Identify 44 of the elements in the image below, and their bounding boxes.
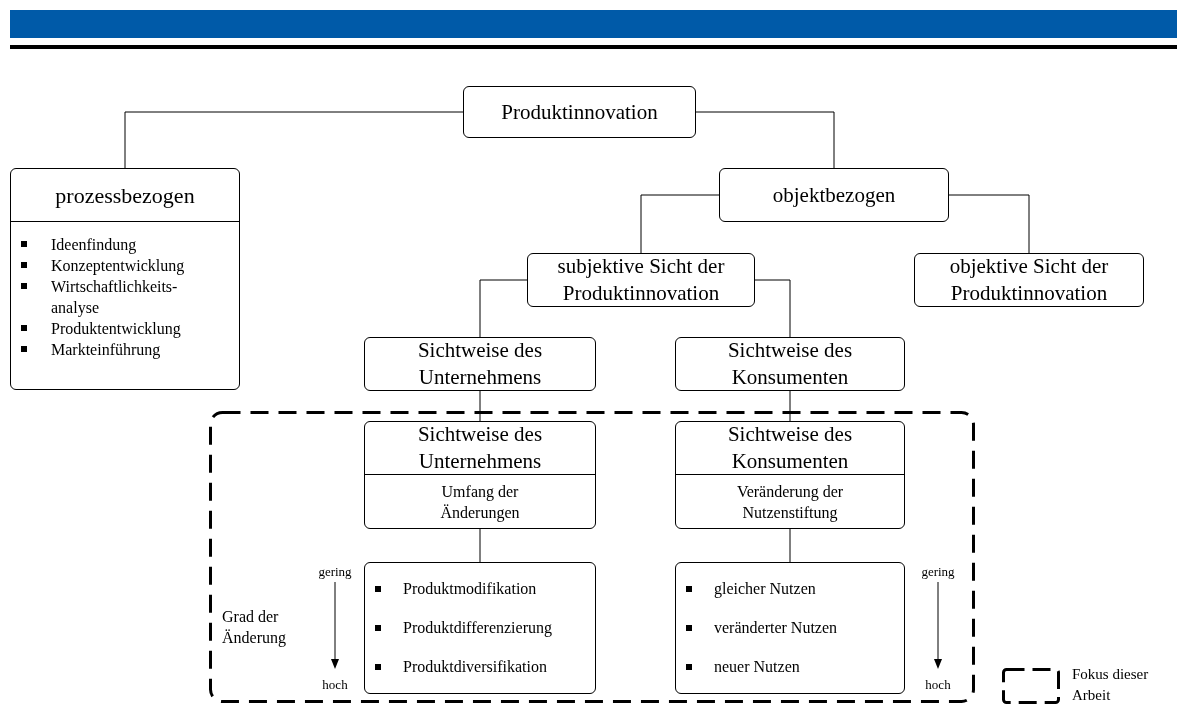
concept-box: subjektive Sicht der Produktinnovation [527, 253, 755, 307]
perspective-card [364, 421, 596, 529]
scale-label: gering [317, 563, 353, 581]
connector-line [640, 194, 720, 254]
connector-line [479, 528, 481, 563]
connector-line [789, 528, 791, 563]
list-item: Produktdifferenzierung [403, 618, 552, 639]
category-card [10, 168, 240, 390]
concept-box: Sichtweise des Konsumenten [675, 337, 905, 391]
list-box [364, 562, 596, 694]
list-box [675, 562, 905, 694]
connector-line [124, 111, 464, 169]
concept-box: Produktinnovation [463, 86, 696, 138]
scale-label: hoch [321, 676, 349, 694]
list-item: Wirtschaftlichkeits-analyse [51, 277, 179, 318]
list-item: veränderter Nutzen [714, 618, 838, 638]
card-subtitle: Umfang der Änderungen [439, 481, 521, 523]
scale-label: hoch [924, 676, 952, 694]
perspective-card [675, 421, 905, 529]
concept-box: objektive Sicht der Produktinnovation [914, 253, 1144, 307]
list-item: Ideenfindung [51, 235, 138, 255]
legend-label: Fokus dieser Arbeit [1072, 665, 1150, 704]
list-item: Produktdiversifikation [403, 657, 547, 678]
list-item: neuer Nutzen [714, 657, 800, 678]
connector-line [789, 390, 791, 422]
card-subtitle: Veränderung der Nutzenstiftung [735, 481, 845, 523]
connector-line [695, 111, 835, 169]
concept-box: objektbezogen [719, 168, 949, 222]
list-item: gleicher Nutzen [714, 578, 816, 600]
connector-line [479, 279, 528, 338]
card-title: Sichtweise des Konsumenten [726, 421, 854, 475]
scale-label: gering [920, 563, 956, 581]
focus-region [209, 411, 975, 703]
card-title: Sichtweise des Unternehmens [416, 421, 544, 475]
list-item: Konzeptentwicklung [51, 256, 186, 276]
connector-line [948, 194, 1030, 254]
card-title: prozessbezogen [55, 181, 195, 210]
connector-line [754, 279, 791, 338]
list-item: Markteinführung [51, 340, 162, 360]
list-item: Produktmodifikation [403, 578, 537, 599]
axis-label: Grad der Änderung [222, 607, 287, 648]
connector-line [479, 390, 481, 422]
list-item: Produktentwicklung [51, 319, 182, 339]
concept-box: Sichtweise des Unternehmens [364, 337, 596, 391]
